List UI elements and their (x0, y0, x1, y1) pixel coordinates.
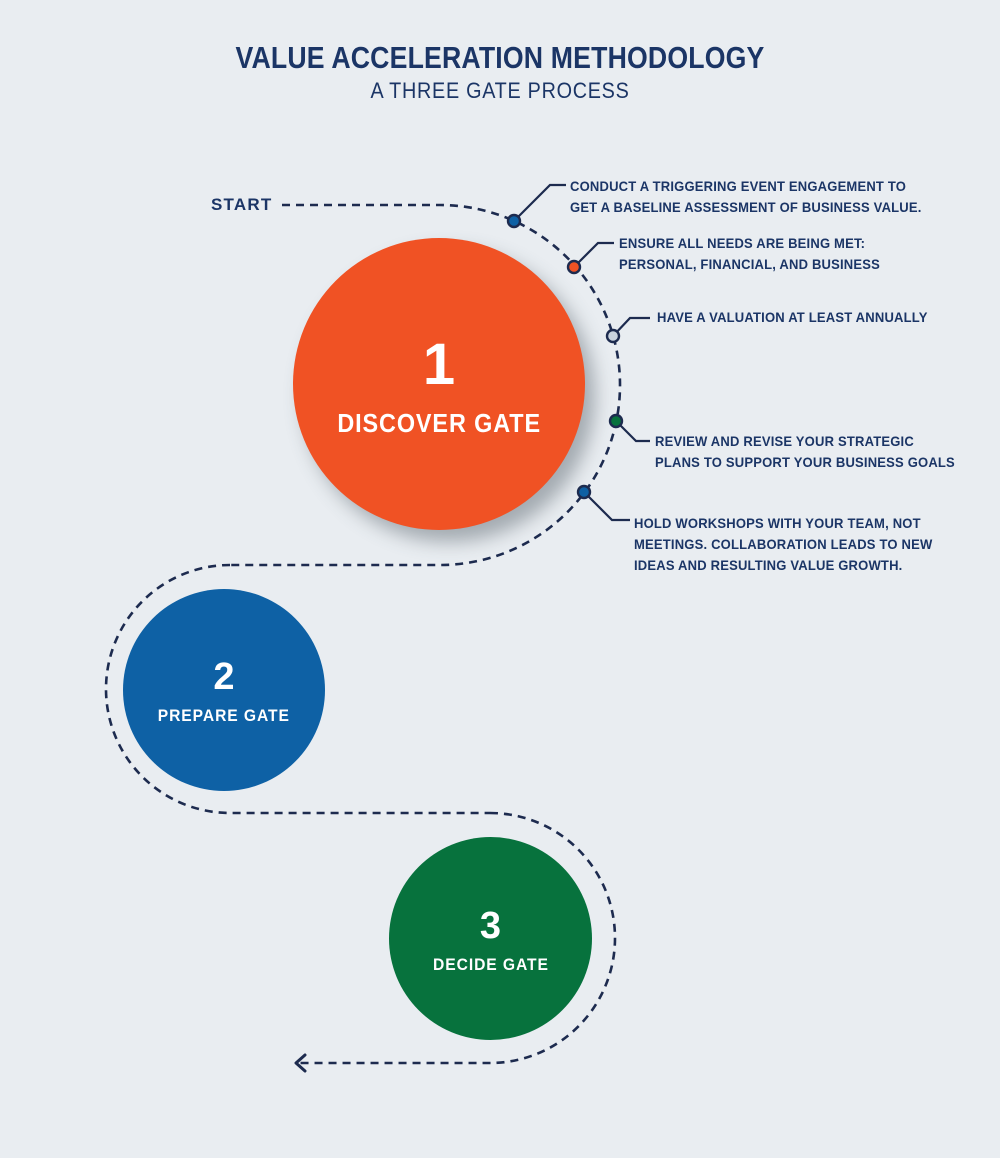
step-node-4 (608, 413, 624, 429)
connector-step-1 (513, 183, 566, 222)
gate-prepare: 2 PREPARE GATE (123, 589, 325, 791)
gate-label: PREPARE GATE (157, 706, 291, 725)
page-title: VALUE ACCELERATION METHODOLOGY (235, 40, 765, 75)
step-node-2 (566, 259, 582, 275)
page-subtitle: A THREE GATE PROCESS (370, 78, 630, 103)
step-node-1 (506, 213, 522, 229)
step-text-3: HAVE A VALUATION AT LEAST ANNUALLY (657, 309, 928, 325)
gate-number: 3 (479, 904, 502, 947)
connector-step-2 (573, 241, 614, 268)
gate-decide: 3 DECIDE GATE (389, 837, 592, 1040)
arrow-left-icon (294, 1053, 307, 1073)
gate-label: DISCOVER GATE (337, 407, 541, 438)
gate-number: 1 (422, 331, 456, 397)
step-node-5 (576, 484, 592, 500)
step-text-5: HOLD WORKSHOPS WITH YOUR TEAM, NOT MEETI… (634, 515, 933, 573)
path-segment-gate3 (300, 811, 617, 1065)
step-text-2: ENSURE ALL NEEDS ARE BEING MET: PERSONAL… (619, 235, 881, 272)
path-segment-gate2 (104, 563, 490, 815)
connector-step-5 (583, 491, 630, 522)
gate-label: DECIDE GATE (432, 954, 549, 974)
connector-step-3 (612, 316, 650, 337)
path-segment-gate1 (230, 203, 622, 567)
gate-discover: 1 DISCOVER GATE (293, 238, 585, 530)
connector-step-4 (615, 420, 650, 443)
step-node-3 (605, 328, 621, 344)
step-text-4: REVIEW AND REVISE YOUR STRATEGIC PLANS T… (655, 433, 955, 470)
step-text-1: CONDUCT A TRIGGERING EVENT ENGAGEMENT TO… (570, 178, 922, 215)
gate-number: 2 (213, 656, 235, 698)
start-label: START (211, 195, 273, 214)
